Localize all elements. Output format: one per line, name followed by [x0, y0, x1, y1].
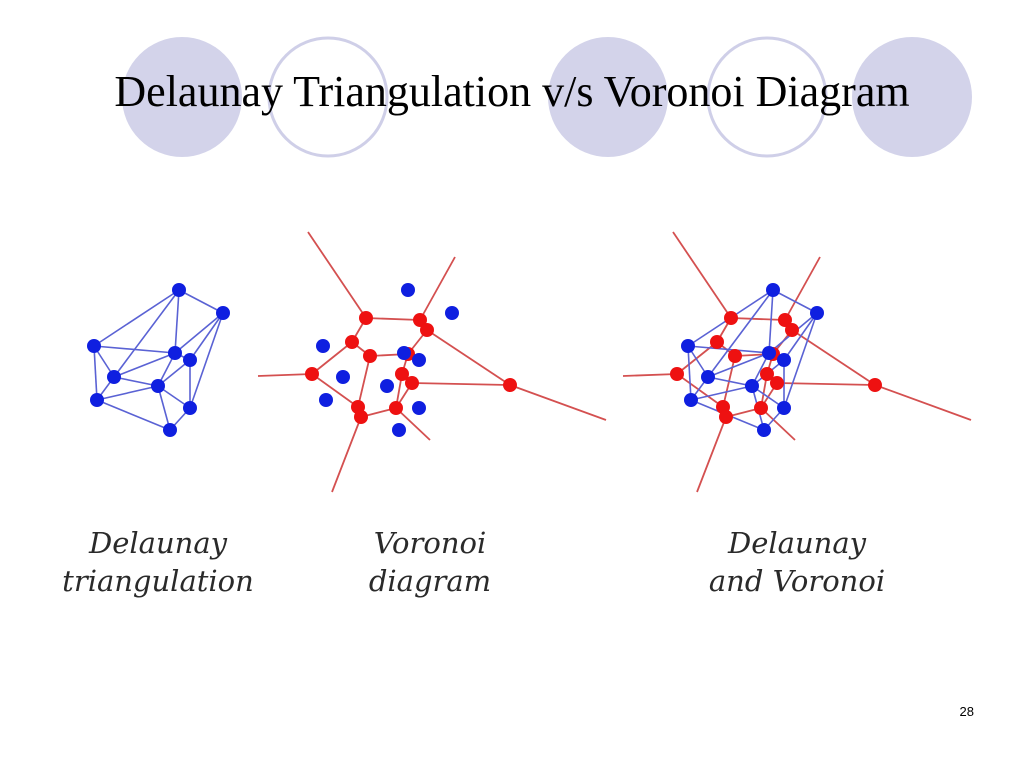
caption-voronoi: Voronoi diagram	[330, 524, 530, 600]
page-number: 28	[959, 704, 974, 719]
voronoi-sites	[316, 283, 459, 437]
caption-delaunay: Delaunay triangulation	[40, 524, 276, 600]
filled-circle-2	[548, 37, 668, 157]
outline-circle-1	[267, 36, 389, 158]
voronoi-panel	[257, 231, 607, 493]
combined-voronoi-vertices	[670, 311, 882, 424]
filled-circle-3	[852, 37, 972, 157]
combined-voronoi-edges	[622, 231, 972, 493]
caption-voronoi-line-2: diagram	[368, 564, 492, 598]
caption-delaunay-line-2: triangulation	[62, 564, 254, 598]
caption-voronoi-line-1: Voronoi	[373, 526, 487, 560]
diagram-figure	[87, 231, 972, 493]
outline-circle-2	[706, 36, 828, 158]
delaunay-sites	[87, 283, 230, 437]
caption-combined-line-1: Delaunay	[727, 526, 866, 560]
voronoi-edges	[257, 231, 607, 493]
decorative-circles	[122, 36, 972, 158]
slide-title: Delaunay Triangulation v/s Voronoi Diagr…	[114, 67, 910, 116]
delaunay-panel	[87, 283, 230, 437]
combined-delaunay-edges	[687, 289, 818, 431]
filled-circle-1	[122, 37, 242, 157]
combined-sites	[681, 283, 824, 437]
caption-combined: Delaunay and Voronoi	[672, 524, 922, 600]
caption-combined-line-2: and Voronoi	[708, 564, 886, 598]
combined-panel	[622, 231, 972, 493]
delaunay-edges	[93, 289, 224, 431]
caption-delaunay-line-1: Delaunay	[88, 526, 227, 560]
